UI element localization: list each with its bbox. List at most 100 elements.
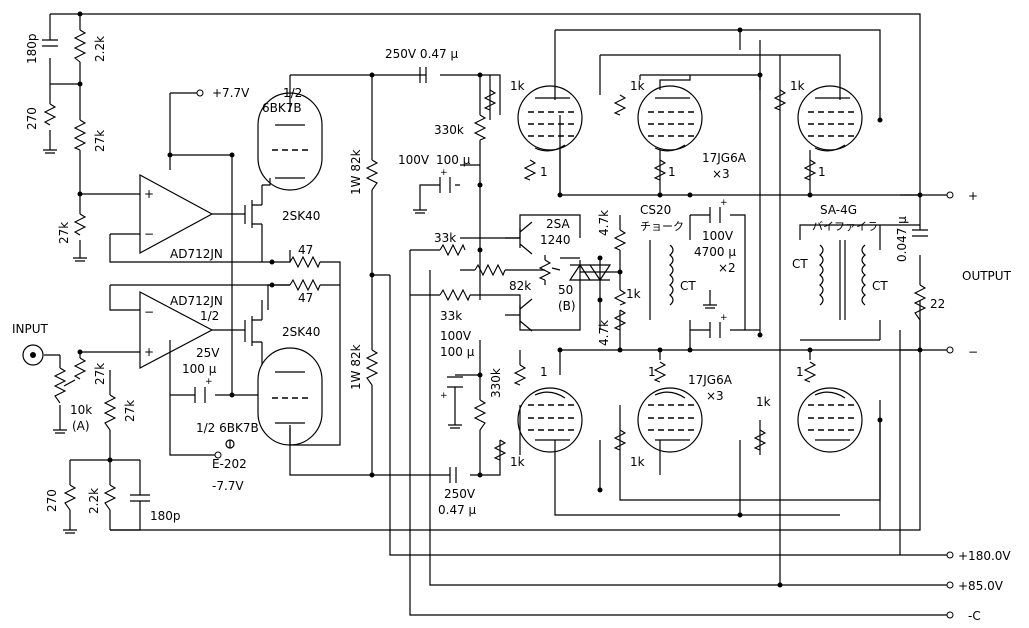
label-33k-b: 33k [440, 309, 462, 323]
label-180p-bot: 180p [150, 509, 181, 523]
label-pot-a: (A) [72, 419, 90, 433]
label-100u-top: 100 μ [436, 153, 471, 167]
label-x2: ×2 [718, 261, 736, 275]
opamp-top: + − [139, 173, 214, 255]
label-50: 50 [558, 283, 573, 297]
label-47a: 47 [298, 243, 313, 257]
label-cs20: CS20 [640, 203, 671, 217]
label-270-top: 270 [25, 107, 39, 130]
label-82k-mid: 82k [509, 279, 531, 293]
label-tube-bot: 1/2 6BK7B [196, 421, 259, 435]
label-1-t3: 1 [818, 165, 826, 179]
label-minus77: -7.7V [212, 479, 244, 493]
label-plus: + [968, 189, 978, 203]
label-1k-t1: 1k [510, 79, 525, 93]
svg-text:+: + [144, 187, 154, 201]
label-17jg6a-bot-x: ×3 [706, 389, 724, 403]
transistors-2sa1240 [505, 221, 533, 332]
label-1-b1: 1 [540, 365, 548, 379]
label-330k-bot: 330k [489, 368, 503, 398]
label-1k-t3: 1k [790, 79, 805, 93]
label-27k-top: 27k [93, 130, 107, 152]
label-1k-b3: 1k [756, 395, 771, 409]
label-25v: 25V [196, 346, 220, 360]
label-output: OUTPUT [962, 269, 1012, 283]
label-1-t2: 1 [668, 165, 676, 179]
label-ct-mid: CT [792, 257, 808, 271]
label-27k-in: 27k [93, 363, 107, 385]
fet-top [244, 200, 262, 228]
label-0047: 0.047 μ [895, 216, 909, 262]
label-100u-left: 100 μ [182, 362, 217, 376]
fet-bottom [244, 316, 262, 346]
label-100v-top: 100V [398, 153, 430, 167]
label-railc: -C [968, 609, 981, 623]
label-bifilar: バイファイラ [812, 220, 878, 233]
label-27k-in2: 27k [123, 400, 137, 422]
pot-10k [53, 367, 76, 404]
label-1-b2: 1 [648, 365, 656, 379]
opamp-bottom: − + [139, 291, 214, 369]
label-4.7k-b: 4.7k [597, 320, 611, 346]
label-100v-mid: 100V [702, 229, 734, 243]
label-330k-top: 330k [434, 123, 464, 137]
label-33k-a: 33k [434, 231, 456, 245]
label-17jg6a-top-x: ×3 [712, 167, 730, 181]
triode-bottom [257, 347, 323, 446]
label-rail85: +85.0V [958, 579, 1004, 593]
label-180p-top: 180p [25, 33, 39, 64]
svg-text:+: + [720, 313, 728, 323]
svg-text:+: + [144, 345, 154, 359]
label-fet-bot: 2SK40 [282, 325, 320, 339]
svg-text:−: − [144, 305, 154, 319]
label-100u-bot: 100 μ [440, 345, 475, 359]
label-82k-bot: 1W 82k [349, 344, 363, 390]
label-cap-top: 250V 0.47 μ [385, 47, 458, 61]
power-tubes-bottom [517, 387, 863, 453]
diodes [568, 263, 612, 282]
svg-text:+: + [440, 391, 448, 401]
label-opamp-bot-half: 1/2 [200, 309, 219, 323]
label-ct-right: CT [872, 279, 888, 293]
label-1k-mid: 1k [626, 287, 641, 301]
label-ct-left: CT [680, 279, 696, 293]
bifilar-sa4g [819, 240, 866, 320]
output-terminals [196, 89, 954, 619]
triode-top [257, 92, 323, 191]
label-4700: 4700 μ [694, 245, 736, 259]
label-1-b3: 1 [796, 365, 804, 379]
label-22: 22 [930, 297, 945, 311]
choke-cs20 [649, 240, 674, 320]
label-cap-bot-v: 250V [444, 487, 476, 501]
label-sa4g: SA-4G [820, 203, 857, 217]
label-2.2k-bot: 2.2k [87, 488, 101, 514]
label-17jg6a-bot: 17JG6A [688, 373, 733, 387]
label-tube-top-name: 6BK7B [262, 101, 302, 115]
svg-text:+: + [720, 198, 728, 208]
label-1240: 1240 [540, 233, 571, 247]
pot-50 [538, 255, 561, 285]
label-2.2k-top: 2.2k [93, 36, 107, 62]
label-2sa: 2SA [546, 217, 570, 231]
label-e202: E-202 [212, 457, 247, 471]
label-1k-b1: 1k [510, 455, 525, 469]
label-4.7k-a: 4.7k [597, 210, 611, 236]
label-opamp-top: AD712JN [170, 247, 223, 261]
power-tubes-top [517, 85, 863, 152]
capacitors: + + + + + [42, 39, 928, 518]
label-tube-top-half: 1/2 [283, 86, 302, 100]
svg-text:+: + [440, 168, 448, 178]
label-input: INPUT [12, 322, 49, 336]
junction-dots [77, 11, 923, 588]
input-jack [22, 344, 44, 366]
label-1k-b2: 1k [630, 455, 645, 469]
label-1k-t2: 1k [630, 79, 645, 93]
label-1-t1: 1 [540, 165, 548, 179]
label-plus77: +7.7V [212, 86, 250, 100]
label-17jg6a-top: 17JG6A [702, 151, 747, 165]
resistors [43, 29, 927, 511]
label-pot-b: (B) [558, 299, 576, 313]
label-270-bot: 270 [45, 489, 59, 512]
